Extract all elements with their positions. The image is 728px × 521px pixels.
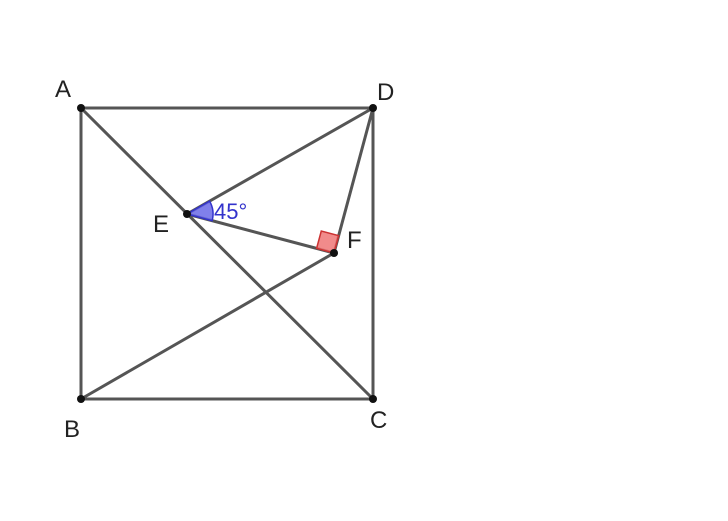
segment-fd xyxy=(332,106,375,255)
segment-ac xyxy=(79,106,375,401)
point-label-a: A xyxy=(55,76,71,103)
segment-bf xyxy=(79,251,336,401)
segment-ed xyxy=(185,106,375,216)
angle-label-45: 45° xyxy=(214,199,247,224)
point-e xyxy=(183,210,191,218)
point-label-c: C xyxy=(370,407,387,434)
point-label-f: F xyxy=(347,227,362,254)
points-layer xyxy=(77,104,377,403)
point-a xyxy=(77,104,85,112)
angle-marks-layer: 45° xyxy=(185,199,340,254)
point-c xyxy=(369,395,377,403)
point-label-e: E xyxy=(153,211,169,238)
right-angle-mark-f xyxy=(315,230,340,254)
point-d xyxy=(369,104,377,112)
point-f xyxy=(330,249,338,257)
angle-mark-e xyxy=(185,200,214,222)
point-label-b: B xyxy=(64,416,80,443)
segments-layer xyxy=(79,106,375,401)
point-label-d: D xyxy=(377,79,394,106)
point-b xyxy=(77,395,85,403)
labels-layer: A B C D E F xyxy=(55,76,394,443)
